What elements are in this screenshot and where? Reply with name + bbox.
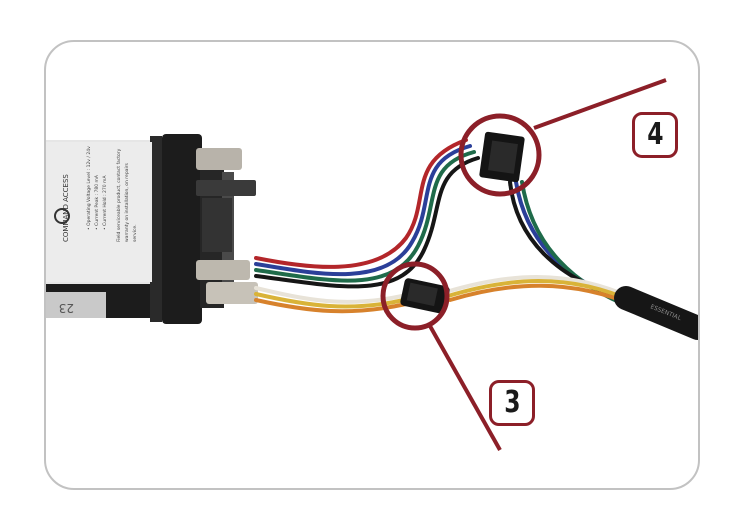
motor-spec-line-2: • Current Peak : 780 mA <box>94 174 100 230</box>
motor-spec-line-4: Field serviceable product, contact facto… <box>116 148 122 242</box>
callout-number-3: 3 <box>503 385 521 420</box>
connector-3-pin <box>400 278 450 314</box>
motor-spec-line-1: • Operating Voltage Level : 12v / 24v <box>86 146 92 230</box>
motor-spec-line-6: service. <box>132 224 138 242</box>
photo-frame: COMMAND ACCESS • Operating Voltage Level… <box>44 40 700 490</box>
motor-spec-line-5: warranty on installation, on repairs <box>124 162 130 242</box>
motor-spec-line-3: • Current Hold : 270 mA <box>102 175 108 230</box>
connector-4-pin <box>479 131 525 183</box>
motor-brand-text: COMMAND ACCESS <box>62 174 70 242</box>
motor-sticker-number: 23 <box>59 301 74 315</box>
stepper-motor <box>46 134 258 324</box>
callout-badge-4: 4 <box>632 112 678 158</box>
brand-logo-icon <box>54 208 70 224</box>
motor-photo: COMMAND ACCESS • Operating Voltage Level… <box>46 131 698 340</box>
callout-number-4: 4 <box>646 117 664 152</box>
wire-bundle <box>254 138 638 314</box>
callout-badge-3: 3 <box>489 380 535 426</box>
output-cable: ESSENTIAL <box>614 286 698 340</box>
